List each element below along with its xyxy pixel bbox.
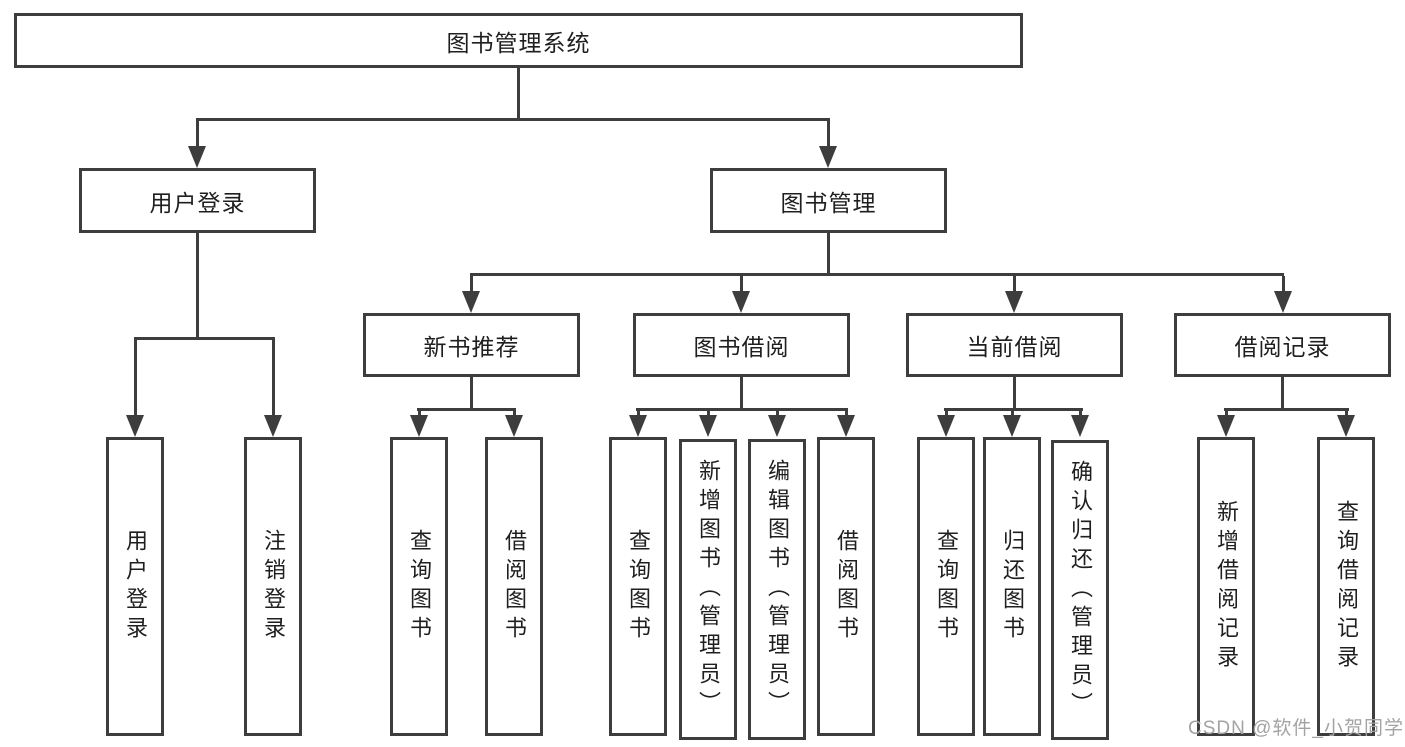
node-nb-query-books-label: 查询图书 <box>407 528 432 645</box>
connector-new-books-branch <box>417 408 516 411</box>
node-new-books: 新书推荐 <box>363 313 580 377</box>
arrow-down-to-book-mgmt <box>819 121 837 168</box>
arrow-down-to-nb-query <box>410 411 428 437</box>
node-cu-query-books-label: 查询图书 <box>934 528 959 645</box>
connector-current-borrowing-branch <box>944 408 1083 411</box>
connector-root-branch <box>196 118 830 121</box>
node-bw-borrow-books-label: 借阅图书 <box>834 528 859 645</box>
node-book-mgmt-label: 图书管理 <box>780 189 877 216</box>
node-new-books-label: 新书推荐 <box>423 334 520 360</box>
connector-new-books-stem <box>470 377 473 408</box>
arrow-down-to-current-borrowing <box>1005 276 1023 313</box>
arrow-down-to-login <box>126 340 144 437</box>
arrow-down-to-book-borrowing <box>732 276 750 313</box>
node-nb-borrow-books-label: 借阅图书 <box>502 528 527 645</box>
node-bw-edit-books-admin-label: 编辑图书（管理员） <box>765 459 790 720</box>
connector-book-borrowing-branch <box>636 408 848 411</box>
node-nb-borrow-books: 借阅图书 <box>485 437 543 736</box>
node-cu-confirm-return-admin: 确认归还（管理员） <box>1051 440 1109 740</box>
node-cu-confirm-return-admin-label: 确认归还（管理员） <box>1068 459 1093 721</box>
connector-book-mgmt-branch <box>470 273 1284 276</box>
node-login-label: 用户登录 <box>123 528 148 645</box>
node-cu-query-books: 查询图书 <box>917 437 975 736</box>
connector-borrow-records-stem <box>1281 377 1284 408</box>
node-bw-query-books-label: 查询图书 <box>626 528 651 645</box>
node-rc-add-record: 新增借阅记录 <box>1197 437 1255 736</box>
node-logout: 注销登录 <box>244 437 302 736</box>
node-user-login: 用户登录 <box>79 168 316 233</box>
node-current-borrowing-label: 当前借阅 <box>966 334 1063 360</box>
node-bw-edit-books-admin: 编辑图书（管理员） <box>748 439 806 740</box>
node-root-label: 图书管理系统 <box>446 29 591 56</box>
node-bw-add-books-admin-label: 新增图书（管理员） <box>696 459 721 720</box>
arrow-down-to-bw-query <box>629 411 647 437</box>
connector-book-mgmt-stem <box>827 233 830 273</box>
arrow-down-to-rc-query <box>1337 411 1355 437</box>
arrow-down-to-cu-confirm <box>1071 411 1089 437</box>
arrow-down-to-cu-query <box>937 411 955 437</box>
node-bw-query-books: 查询图书 <box>609 437 667 736</box>
node-borrow-records-label: 借阅记录 <box>1234 334 1331 360</box>
arrow-down-to-logout <box>264 340 282 437</box>
node-book-borrowing-label: 图书借阅 <box>693 334 790 360</box>
node-bw-borrow-books: 借阅图书 <box>817 437 875 736</box>
arrow-down-to-nb-borrow <box>505 411 523 437</box>
arrow-down-to-bw-borrow <box>837 411 855 437</box>
node-borrow-records: 借阅记录 <box>1174 313 1391 377</box>
node-nb-query-books: 查询图书 <box>390 437 448 736</box>
node-rc-query-record: 查询借阅记录 <box>1317 437 1375 736</box>
node-cu-return-books-label: 归还图书 <box>1000 528 1025 645</box>
arrow-down-to-borrow-records <box>1274 276 1292 313</box>
node-logout-label: 注销登录 <box>261 528 286 645</box>
node-login: 用户登录 <box>106 437 164 736</box>
arrow-down-to-bw-edit <box>768 411 786 437</box>
node-book-mgmt: 图书管理 <box>710 168 947 233</box>
node-bw-add-books-admin: 新增图书（管理员） <box>679 439 737 740</box>
connector-current-borrowing-stem <box>1013 377 1016 408</box>
arrow-down-to-rc-add <box>1217 411 1235 437</box>
arrow-down-to-user-login <box>188 121 206 168</box>
node-book-borrowing: 图书借阅 <box>633 313 850 377</box>
connector-borrow-records-branch <box>1224 408 1349 411</box>
connector-user-login-stem <box>196 233 199 337</box>
arrow-down-to-new-books <box>462 276 480 313</box>
connector-root-stem <box>517 68 520 118</box>
node-root: 图书管理系统 <box>14 13 1023 68</box>
watermark-text: CSDN @软件_小贺同学 <box>1188 718 1404 739</box>
connector-book-borrowing-stem <box>740 377 743 408</box>
connector-user-login-branch <box>134 337 275 340</box>
node-cu-return-books: 归还图书 <box>983 437 1041 736</box>
node-rc-query-record-label: 查询借阅记录 <box>1334 499 1359 674</box>
arrow-down-to-cu-return <box>1003 411 1021 437</box>
node-rc-add-record-label: 新增借阅记录 <box>1214 499 1239 674</box>
node-current-borrowing: 当前借阅 <box>906 313 1123 377</box>
arrow-down-to-bw-add <box>699 411 717 437</box>
node-user-login-label: 用户登录 <box>149 189 246 216</box>
